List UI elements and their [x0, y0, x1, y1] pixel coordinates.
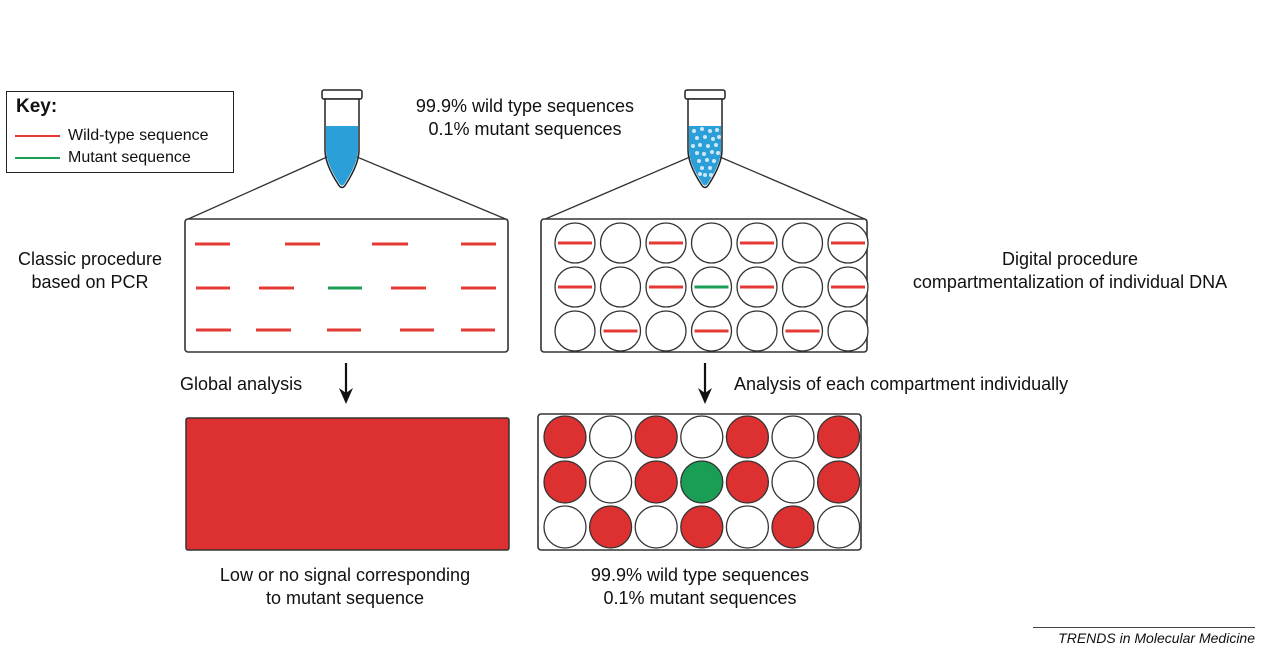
empty-well	[588, 460, 633, 504]
top-note-line2: 0.1% mutant sequences	[428, 119, 622, 139]
droplet	[715, 128, 719, 132]
classic-label: Classic procedure based on PCR	[0, 248, 180, 294]
droplet	[712, 159, 716, 163]
wild-type-well	[816, 460, 861, 504]
wild-type-well	[725, 460, 770, 504]
classic-analysis-label: Global analysis	[180, 374, 303, 394]
droplet	[703, 173, 707, 177]
key-title: Key:	[16, 96, 58, 117]
empty-well	[771, 460, 815, 504]
droplet	[714, 143, 718, 147]
wild-type-well	[543, 415, 587, 459]
empty-well	[680, 415, 724, 459]
droplet	[698, 143, 702, 147]
digital-result-line2: 0.1% mutant sequences	[603, 588, 797, 608]
droplet	[697, 159, 701, 163]
compartment	[554, 310, 596, 352]
classic-sequence-dashes	[195, 242, 496, 332]
mutant-swatch	[15, 157, 60, 159]
droplet	[695, 151, 699, 155]
wild-type-well	[543, 460, 587, 504]
classic-label-line2: based on PCR	[31, 272, 149, 292]
top-note-line1: 99.9% wild type sequences	[415, 96, 635, 116]
wild-type-well	[634, 415, 678, 459]
journal-credit: TRENDS in Molecular Medicine	[1033, 627, 1255, 646]
wild-type-well	[771, 505, 815, 549]
classic-tube	[321, 89, 363, 189]
digital-result-wells	[543, 415, 861, 549]
classic-result-line1: Low or no signal corresponding	[219, 565, 471, 585]
droplet	[705, 158, 709, 162]
compartment	[645, 310, 687, 352]
wild-type-well	[680, 505, 724, 549]
droplet	[702, 152, 706, 156]
digital-analysis-label: Analysis of each compartment individuall…	[734, 374, 1069, 394]
droplet	[700, 127, 704, 131]
classic-down-arrow	[339, 363, 353, 404]
compartment	[599, 266, 642, 308]
empty-well	[771, 415, 815, 459]
droplet	[706, 144, 710, 148]
digital-label: Digital procedure compartmentalization o…	[880, 248, 1260, 294]
key-item-mutant: Mutant sequence	[15, 148, 191, 168]
top-note: 99.9% wild type sequences 0.1% mutant se…	[380, 95, 670, 141]
droplet	[708, 129, 712, 133]
classic-result-caption: Low or no signal corresponding to mutant…	[190, 564, 500, 610]
droplet	[711, 137, 715, 141]
digital-result-caption: 99.9% wild type sequences 0.1% mutant se…	[555, 564, 845, 610]
empty-well	[634, 505, 678, 549]
digital-label-line1: Digital procedure	[1001, 249, 1139, 269]
classic-sample-box	[184, 218, 509, 353]
droplet	[691, 144, 695, 148]
empty-well	[725, 505, 770, 549]
key-item-wild-type: Wild-type sequence	[15, 126, 209, 146]
droplet	[700, 166, 704, 170]
wild-type-swatch	[15, 135, 60, 137]
wild-type-well	[588, 505, 633, 549]
compartment	[827, 310, 869, 352]
wild-type-well	[725, 415, 770, 459]
empty-well	[816, 505, 861, 549]
compartment	[781, 222, 824, 264]
compartment	[599, 222, 642, 264]
droplet	[698, 172, 702, 176]
classic-result-block	[185, 417, 510, 551]
classic-result-line2: to mutant sequence	[265, 588, 425, 608]
droplet-dots	[691, 127, 721, 177]
key-label-mutant: Mutant sequence	[68, 149, 191, 166]
droplet	[708, 166, 712, 170]
mutant-well	[680, 460, 724, 504]
empty-well	[588, 415, 633, 459]
wild-type-well	[634, 460, 678, 504]
droplet	[703, 135, 707, 139]
empty-well	[543, 505, 587, 549]
digital-tube	[684, 89, 726, 189]
digital-label-line2: compartmentalization of individual DNA	[912, 272, 1228, 292]
classic-funnel-lines	[185, 156, 509, 221]
key-label-wild-type: Wild-type sequence	[68, 127, 209, 144]
digital-result-line1: 99.9% wild type sequences	[590, 565, 810, 585]
classic-label-line1: Classic procedure	[17, 249, 163, 269]
digital-down-arrow	[698, 363, 712, 404]
droplet	[695, 136, 699, 140]
droplet	[692, 129, 696, 133]
compartment	[781, 266, 824, 308]
droplet	[710, 150, 714, 154]
compartment	[736, 310, 778, 352]
compartment	[690, 222, 733, 264]
droplet	[709, 173, 713, 177]
droplet	[716, 151, 720, 155]
key-legend: Key: Wild-type sequence Mutant sequence	[6, 91, 234, 173]
wild-type-well	[816, 415, 861, 459]
digital-funnel-lines	[542, 156, 868, 221]
droplet	[717, 135, 721, 139]
digital-compartments	[554, 222, 869, 352]
